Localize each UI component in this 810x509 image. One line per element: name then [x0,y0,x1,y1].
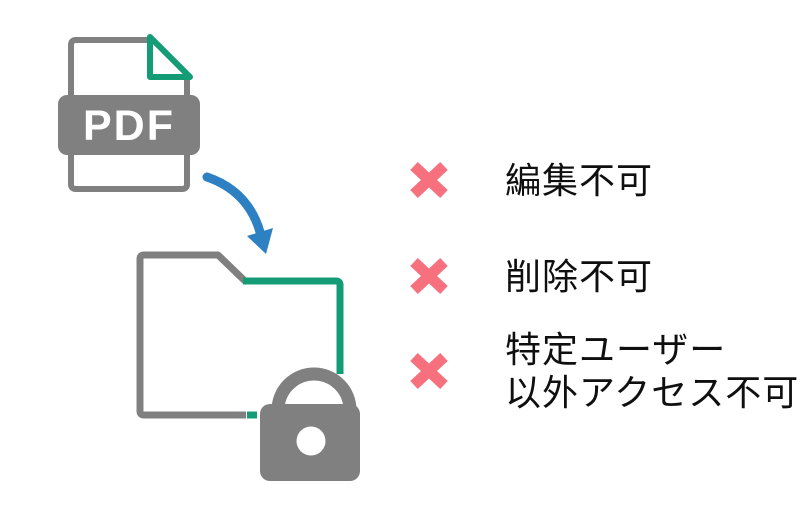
cross-icon [410,352,448,390]
restriction-label: 削除不可 [505,255,654,297]
folder-outline-gray [136,251,248,419]
pdf-to-locked-folder-illustration: PDF [58,34,360,481]
lock-shackle [271,367,357,411]
restriction-label: 特定ユーザー 以外アクセス不可 [505,328,799,414]
document-outline [68,37,190,192]
arrow-shaft [202,172,265,237]
cross-icon [410,257,448,295]
restriction-label: 編集不可 [505,159,654,201]
restriction-label-line-1: 特定ユーザー [505,329,727,370]
pdf-file-icon: PDF [58,34,200,192]
restriction-list: 編集不可 削除不可 特定ユーザー 以外アクセス不可 [408,0,810,509]
pdf-label: PDF [83,102,175,150]
pdf-label-band [58,95,200,155]
restriction-item-edit: 編集不可 [408,158,653,202]
folder-outline-green [243,277,344,374]
restriction-item-delete: 削除不可 [408,254,653,298]
restriction-item-access: 特定ユーザー 以外アクセス不可 [408,328,799,414]
restriction-label-line-2: 以外アクセス不可 [505,372,800,413]
lock-keyhole [296,426,326,456]
lock-icon [260,367,360,481]
folded-corner-icon [147,34,193,80]
cross-icon [410,161,448,199]
locked-folder-icon [136,251,360,481]
transfer-arrow-icon [202,172,273,254]
arrow-head [247,228,273,254]
